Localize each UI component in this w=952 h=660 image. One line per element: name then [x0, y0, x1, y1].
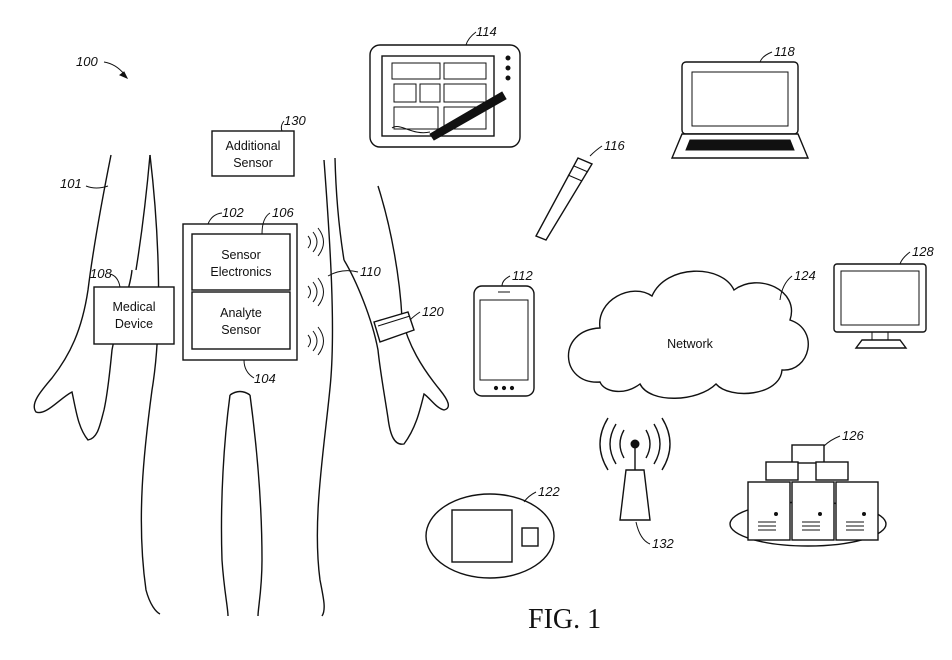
laptop-computer: 118 [672, 44, 808, 158]
signal-waves-icon [308, 278, 324, 306]
medical-device-label-line2: Device [115, 317, 153, 331]
network-cloud: Network 124 [568, 268, 815, 398]
additional-sensor-box: Additional Sensor 130 [212, 113, 306, 176]
sensor-electronics-box [192, 234, 290, 290]
ref-130: 130 [284, 113, 306, 128]
server-rack-icon [748, 482, 790, 540]
ref-128: 128 [912, 244, 934, 259]
system-reference: 100 [76, 54, 127, 78]
figure-caption: FIG. 1 [528, 604, 601, 635]
server-rack-icon [792, 482, 834, 540]
ref-110: 110 [360, 264, 381, 279]
additional-sensor-label-line2: Sensor [233, 156, 273, 170]
ref-114: 114 [476, 24, 497, 39]
analyte-sensor-box [192, 292, 290, 349]
ref-120: 120 [422, 304, 444, 319]
handheld-receiver: 122 [426, 484, 560, 578]
ref-126: 126 [842, 428, 864, 443]
ref-108: 108 [90, 266, 112, 281]
wrist-wearable-device: 120 [374, 304, 444, 342]
ref-104: 104 [254, 371, 276, 386]
ref-132: 132 [652, 536, 674, 551]
ref-100: 100 [76, 54, 98, 69]
sensor-electronics-label-line2: Electronics [210, 265, 271, 279]
network-label: Network [667, 337, 714, 351]
sensor-system-102: Sensor Electronics Analyte Sensor 102 10… [183, 205, 297, 386]
server-rack-icon [836, 482, 878, 540]
cell-tower: 132 [600, 418, 674, 551]
medical-device-label-line1: Medical [112, 300, 155, 314]
tablet-device: 114 [370, 24, 520, 147]
server-cluster: 126 [730, 428, 886, 546]
analyte-sensor-label-line2: Sensor [221, 323, 261, 337]
ref-101: 101 [60, 176, 82, 191]
desktop-monitor: 128 [834, 244, 934, 348]
ref-122: 122 [538, 484, 560, 499]
ref-106: 106 [272, 205, 294, 220]
ref-112: 112 [512, 268, 533, 283]
additional-sensor-label-line1: Additional [226, 139, 281, 153]
sensor-electronics-label-line1: Sensor [221, 248, 261, 262]
smartphone-device: 112 [474, 268, 534, 396]
medical-device-box: Medical Device 108 [90, 266, 174, 344]
signal-waves-icon [308, 228, 324, 256]
ref-102: 102 [222, 205, 244, 220]
analyte-sensor-label-line1: Analyte [220, 306, 262, 320]
stylus-pen: 116 [536, 138, 625, 240]
ref-118: 118 [774, 44, 795, 59]
signal-waves-icon [308, 327, 324, 355]
ref-116: 116 [604, 138, 625, 153]
wireless-signal-icons: 110 [308, 228, 381, 355]
ref-124: 124 [794, 268, 816, 283]
